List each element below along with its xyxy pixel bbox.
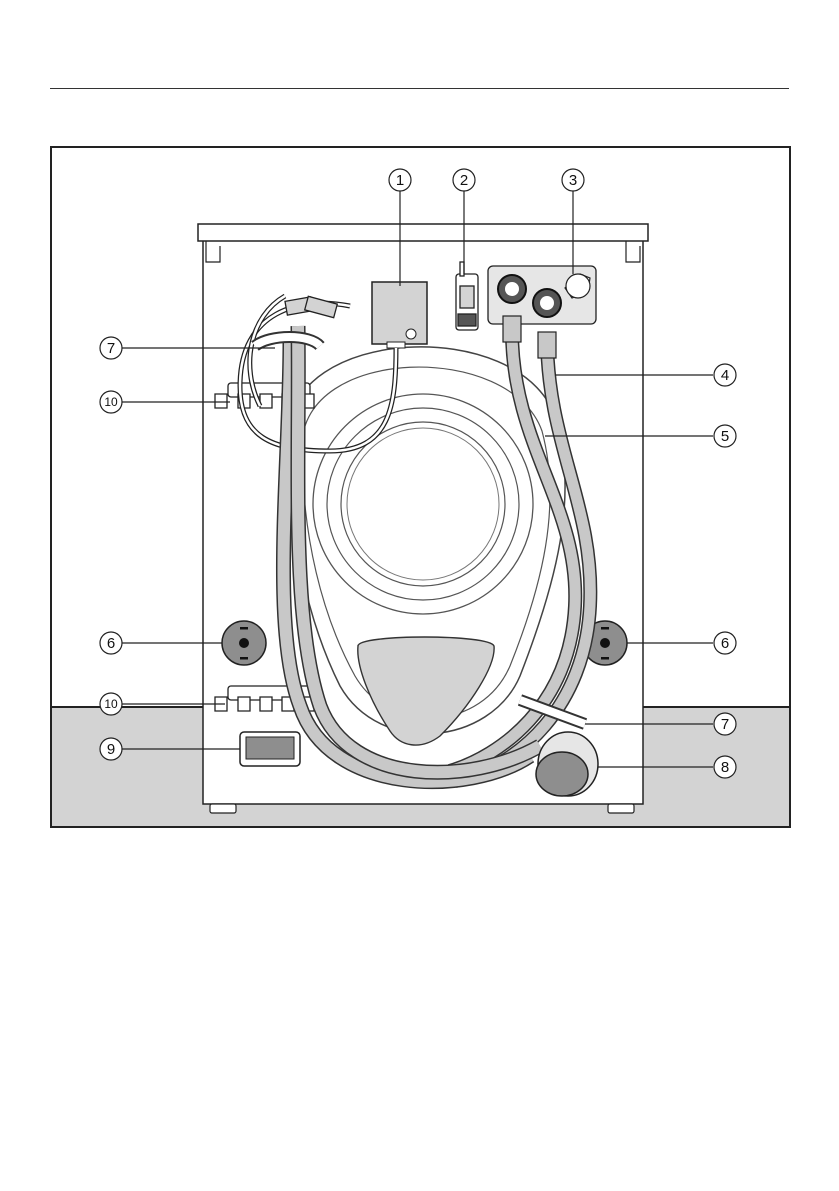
electrical-connection-box bbox=[372, 282, 427, 348]
data-plate-holder bbox=[240, 732, 300, 766]
hose-coupling-2 bbox=[538, 332, 556, 358]
callout-9: 9 bbox=[107, 741, 115, 758]
foot-left bbox=[210, 804, 236, 813]
callout-5: 5 bbox=[721, 428, 729, 445]
washing-machine-rear-diagram: 1 2 3 4 5 6 6 7 7 8 9 10 10 bbox=[50, 146, 791, 828]
transit-bolt-left bbox=[222, 621, 266, 665]
callout-1: 1 bbox=[396, 172, 404, 189]
callout-6-right: 6 bbox=[721, 635, 729, 652]
diagram-svg: 1 2 3 4 5 6 6 7 7 8 9 10 10 bbox=[50, 146, 791, 828]
callout-6-left: 6 bbox=[107, 635, 115, 652]
callout-10-upper: 10 bbox=[104, 395, 118, 409]
callout-8: 8 bbox=[721, 759, 729, 776]
machine-lid bbox=[198, 224, 648, 241]
header-rule bbox=[50, 88, 789, 89]
callout-3: 3 bbox=[569, 172, 577, 189]
foot-right bbox=[608, 804, 634, 813]
hose-coupling-1 bbox=[503, 316, 521, 342]
callout-10-lower: 10 bbox=[104, 697, 118, 711]
inlet-panel bbox=[488, 266, 596, 324]
callout-7-lower: 7 bbox=[721, 716, 729, 733]
callout-4: 4 bbox=[721, 367, 729, 384]
callout-2: 2 bbox=[460, 172, 468, 189]
callout-7-upper: 7 bbox=[107, 340, 115, 357]
